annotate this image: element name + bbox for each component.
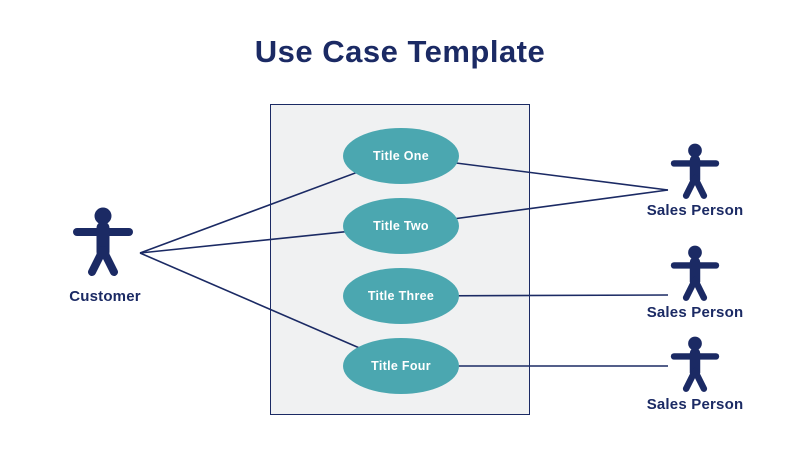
use-case-label: Title One <box>373 149 429 163</box>
use-case-ellipse-three: Title Three <box>343 268 459 324</box>
sales-person-actor-label-3: Sales Person <box>646 396 744 413</box>
use-case-label: Title Two <box>373 219 429 233</box>
page-title: Use Case Template <box>254 34 546 69</box>
use-case-ellipse-four: Title Four <box>343 338 459 394</box>
use-case-label: Title Four <box>371 359 431 373</box>
sales-person-actor-label-1: Sales Person <box>646 202 744 219</box>
person-icon <box>670 336 720 392</box>
person-icon <box>670 143 720 199</box>
customer-actor-icon <box>72 207 134 277</box>
person-icon <box>73 207 133 276</box>
person-icon <box>670 245 720 301</box>
sales-person-actor-icon-1 <box>670 143 720 200</box>
customer-actor-label: Customer <box>69 288 141 305</box>
sales-person-actor-label-2: Sales Person <box>646 304 744 321</box>
use-case-ellipse-two: Title Two <box>343 198 459 254</box>
use-case-ellipse-one: Title One <box>343 128 459 184</box>
sales-person-actor-icon-3 <box>670 336 720 393</box>
sales-person-actor-icon-2 <box>670 245 720 302</box>
use-case-label: Title Three <box>367 289 435 303</box>
